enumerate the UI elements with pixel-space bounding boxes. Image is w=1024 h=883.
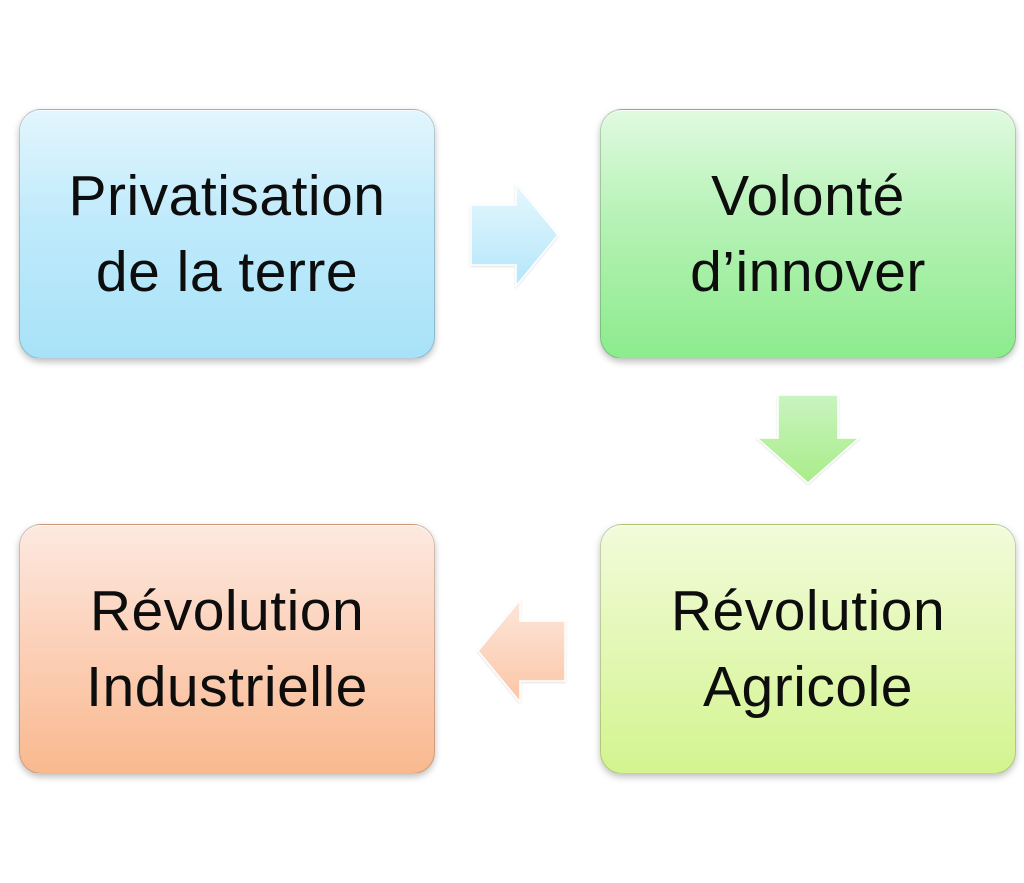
step-label-line-1: Révolution — [670, 579, 946, 643]
arrow-left-icon — [477, 599, 566, 703]
step-box-volonte: Volonté d’innover — [600, 109, 1016, 359]
arrow-right-shape — [470, 183, 559, 287]
step-label-line-2: d’innover — [690, 240, 926, 304]
step-box-revolution-industrielle: Révolution Industrielle — [19, 524, 435, 774]
step-label-line-2: Agricole — [703, 655, 913, 719]
step-label-line-1: Privatisation — [68, 164, 386, 228]
arrow-down-shape — [756, 394, 860, 484]
arrow-right-icon — [470, 183, 559, 287]
step-label-line-2: Industrielle — [86, 655, 368, 719]
step-label-line-2: de la terre — [95, 240, 359, 304]
arrow-left-shape — [477, 599, 566, 703]
step-label-line-1: Révolution — [89, 579, 365, 643]
arrow-down-icon — [756, 394, 860, 484]
step-box-revolution-agricole: Révolution Agricole — [600, 524, 1016, 774]
step-label-line-1: Volonté — [711, 164, 905, 228]
step-box-privatisation: Privatisation de la terre — [19, 109, 435, 359]
